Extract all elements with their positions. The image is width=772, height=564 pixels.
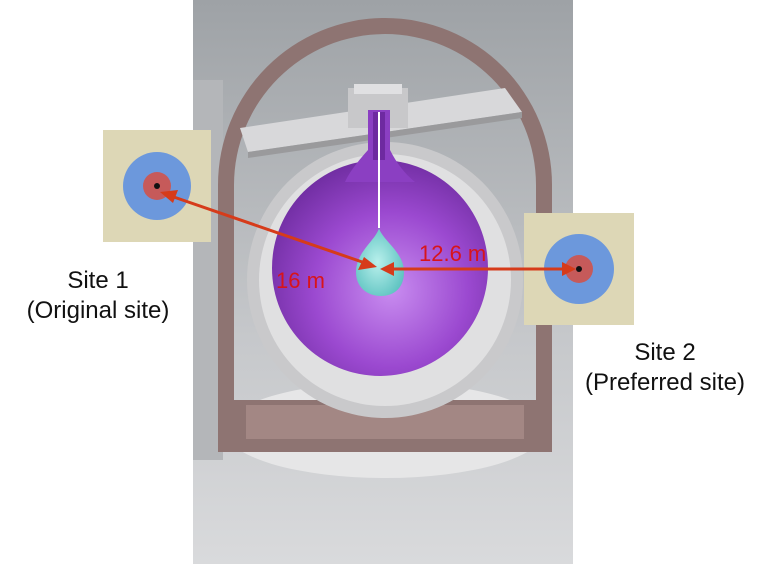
site1-distance-arrow <box>160 190 377 270</box>
site2-description: (Preferred site) <box>584 369 746 396</box>
site2-distance-arrow <box>380 262 576 276</box>
calibration-source <box>356 228 404 296</box>
site2-caption: Site 2 (Preferred site) <box>560 338 770 398</box>
site1-description: (Original site) <box>26 297 170 324</box>
site1-marker <box>103 130 211 242</box>
site1-name: Site 1 <box>67 267 129 294</box>
site2-distance-label: 12.6 m <box>419 241 486 266</box>
site2-name: Site 2 <box>634 339 696 366</box>
chimney-top <box>354 84 402 94</box>
site1-caption: Site 1 (Original site) <box>0 266 196 326</box>
site1-distance-label: 16 m <box>276 268 325 293</box>
